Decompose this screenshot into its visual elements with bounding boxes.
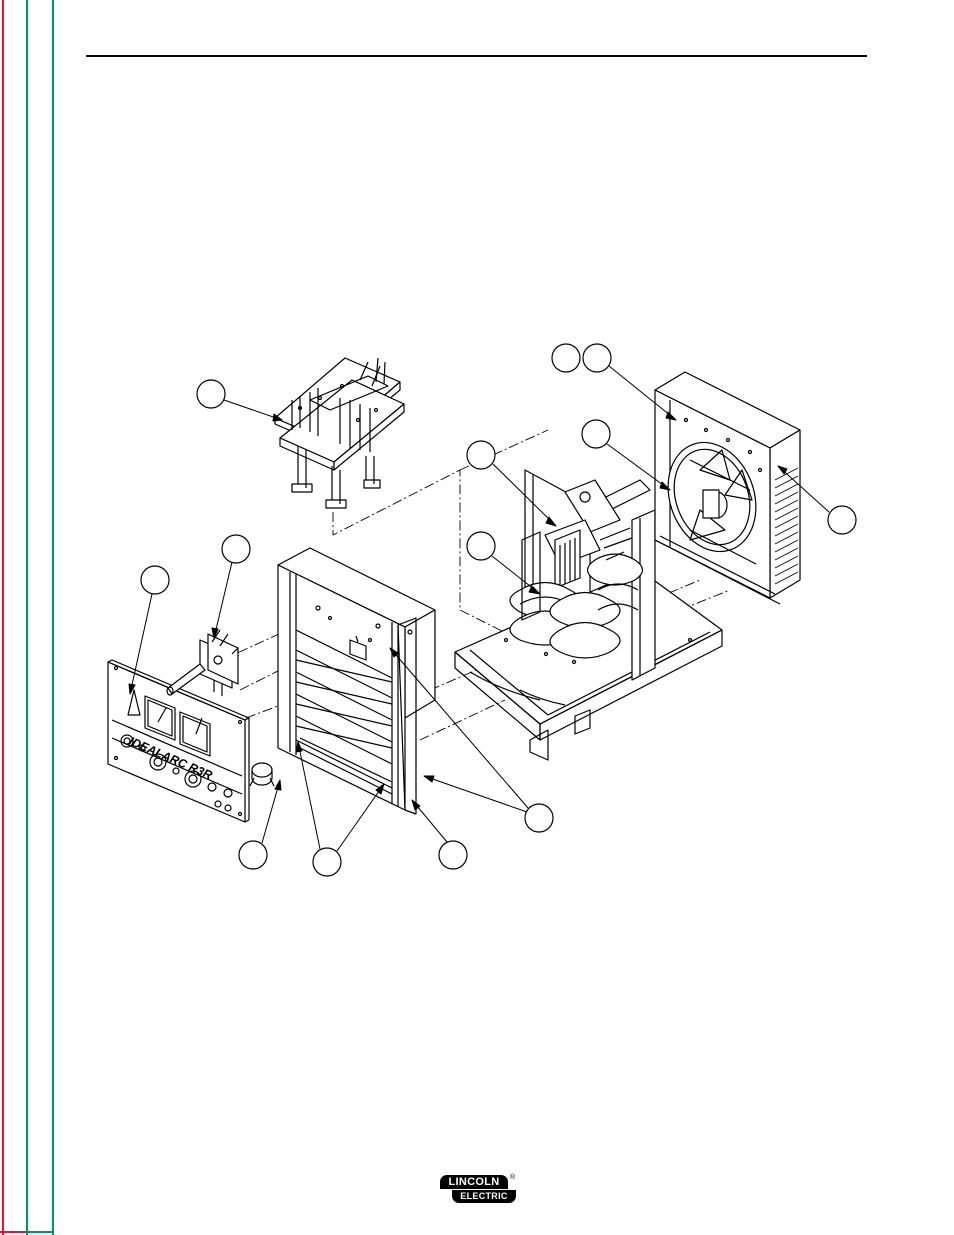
logo-line2: ELECTRIC [452,1190,516,1203]
callout-circle [467,532,495,560]
callout-circle [239,841,267,869]
lincoln-electric-logo: LINCOLN ELECTRIC ® [438,1173,520,1205]
callout-circle [582,420,610,448]
registered-mark: ® [510,1174,515,1181]
callout-circle [583,344,611,372]
small-potentiometer [250,763,274,786]
callout-circle [467,441,495,469]
rheostat-switch [167,630,238,696]
logo-line1: LINCOLN [440,1175,508,1189]
case-front-louvers [278,548,435,814]
rear-fan-assembly [653,372,800,604]
callout-circle [439,841,467,869]
callout-circle [525,804,553,832]
rectifier-assembly [275,358,404,508]
callout-circle [552,344,580,372]
callout-circle [828,506,856,534]
callout-circle [197,380,225,408]
callout-circle [313,848,341,876]
callout-circle [222,535,250,563]
callout-circle [141,566,169,594]
